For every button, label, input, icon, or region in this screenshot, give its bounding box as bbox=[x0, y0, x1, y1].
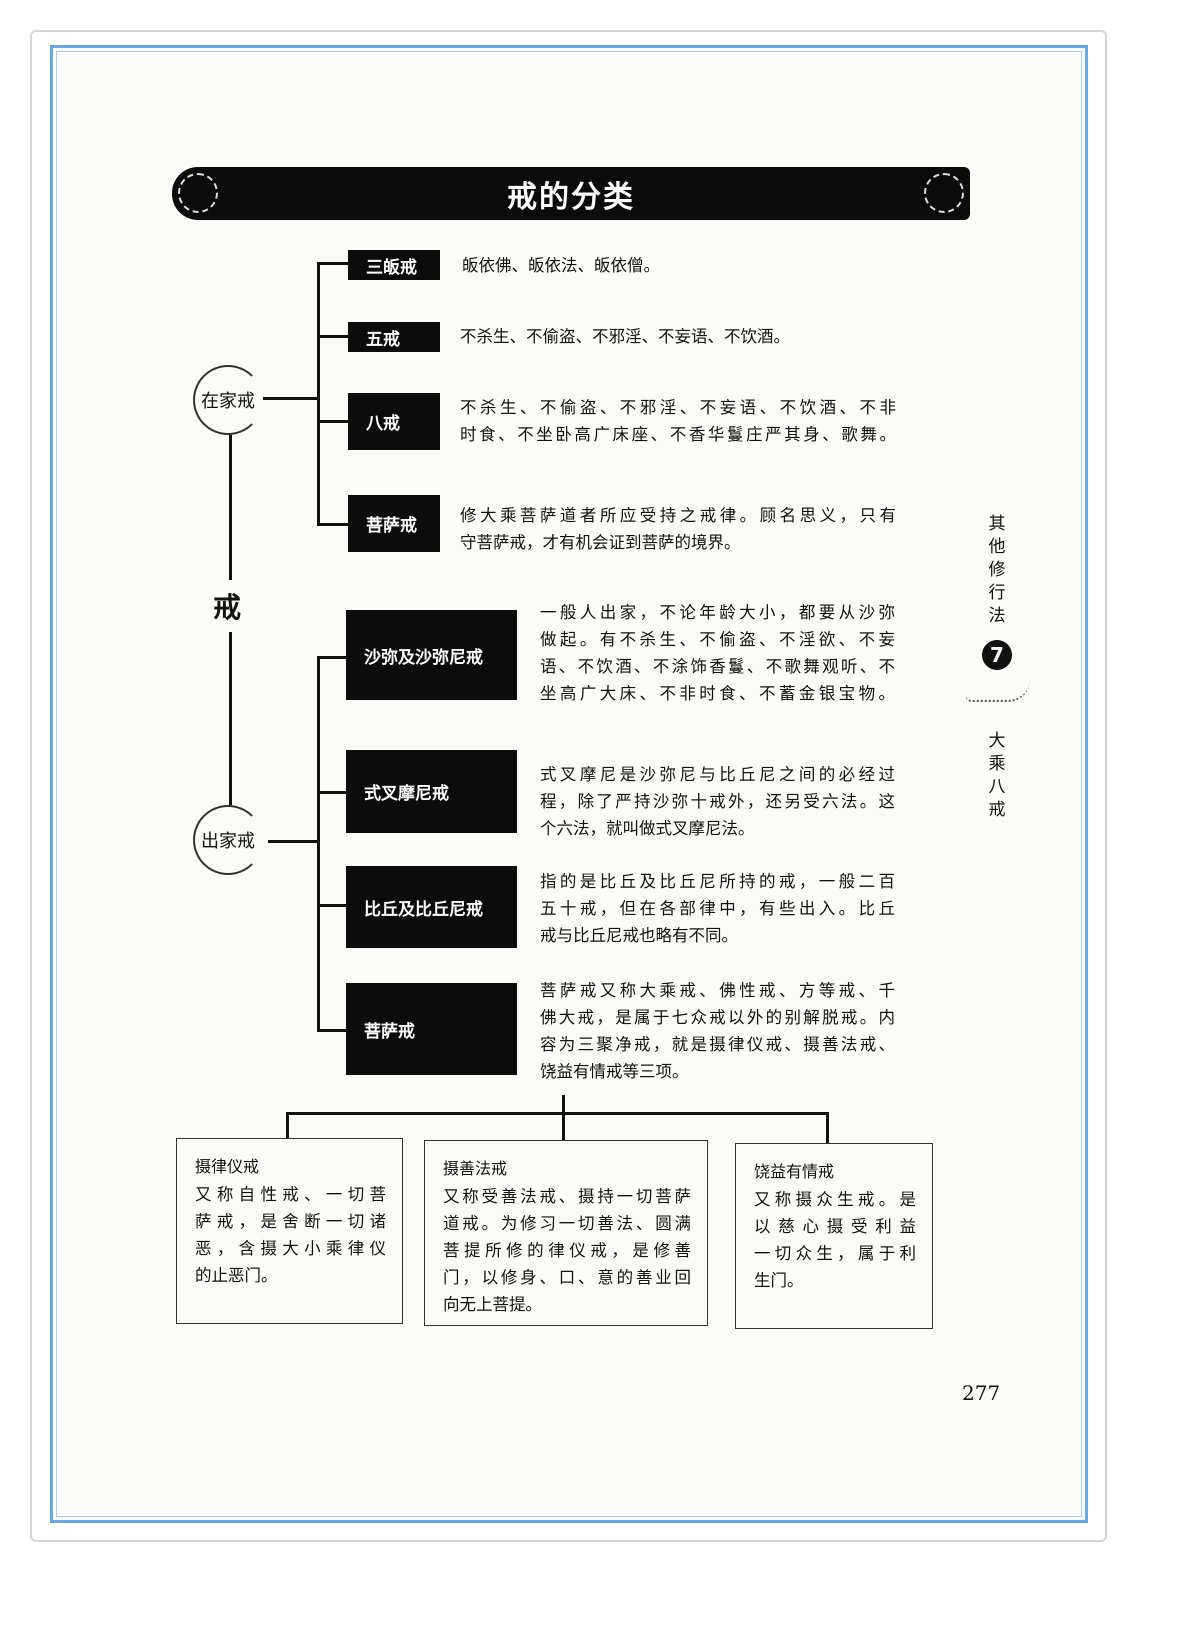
precept-box: 菩萨戒 bbox=[348, 495, 440, 552]
connector bbox=[268, 840, 320, 843]
connector bbox=[317, 262, 349, 265]
connector bbox=[317, 523, 349, 526]
precept-box: 五戒 bbox=[348, 322, 440, 352]
connector bbox=[317, 262, 320, 526]
precept-description: 皈依佛、皈依法、皈依僧。 bbox=[462, 256, 660, 275]
title-banner: 戒的分类 bbox=[172, 167, 970, 220]
lotus-icon bbox=[178, 173, 218, 213]
pure-precept-box: 饶益有情戒 又称摄众生戒。是以慈心摄受利益一切众生，属于利生门。 bbox=[735, 1143, 933, 1329]
precept-description: 指的是比丘及比丘尼所持的戒，一般二百五十戒，但在各部律中，有些出入。比丘戒与比丘… bbox=[540, 872, 895, 945]
precept-box: 三皈戒 bbox=[348, 250, 440, 280]
connector bbox=[562, 1095, 565, 1141]
pure-precept-box: 摄律仪戒 又称自性戒、一切菩萨戒，是舍断一切诸恶，含摄大小乘律仪的止恶门。 bbox=[176, 1138, 403, 1324]
precept-description: 不杀生、不偷盗、不邪淫、不妄语、不饮酒、不非时食、不坐卧高广床座、不香华鬘庄严其… bbox=[460, 398, 896, 444]
connector bbox=[317, 904, 347, 907]
connector bbox=[317, 335, 349, 338]
precept-box: 菩萨戒 bbox=[346, 983, 517, 1075]
connector bbox=[317, 1029, 347, 1032]
lay-precepts-node: 在家戒 bbox=[193, 365, 263, 435]
precept-description: 一般人出家，不论年龄大小，都要从沙弥做起。有不杀生、不偷盗、不淫欲、不妄语、不饮… bbox=[540, 603, 895, 703]
connector bbox=[286, 1112, 289, 1139]
precept-description: 菩萨戒又称大乘戒、佛性戒、方等戒、千佛大戒，是属于七众戒以外的别解脱戒。内容为三… bbox=[540, 981, 895, 1081]
page-title: 戒的分类 bbox=[507, 179, 635, 215]
precept-description: 不杀生、不偷盗、不邪淫、不妄语、不饮酒。 bbox=[460, 327, 790, 346]
root-node: 戒 bbox=[213, 580, 242, 632]
connector bbox=[286, 1112, 829, 1115]
chapter-number-badge: 7 bbox=[982, 640, 1012, 670]
section-label: 大乘八戒 bbox=[988, 731, 1006, 820]
connector bbox=[317, 656, 347, 659]
precept-box: 式叉摩尼戒 bbox=[346, 750, 517, 833]
monastic-precepts-node: 出家戒 bbox=[193, 805, 263, 875]
hand-icon bbox=[965, 680, 1030, 702]
connector bbox=[826, 1112, 829, 1143]
connector bbox=[262, 397, 320, 400]
chapter-label: 其他修行法 bbox=[988, 514, 1006, 626]
precept-description: 式叉摩尼是沙弥尼与比丘尼之间的必经过程，除了严持沙弥十戒外，还另受六法。这个六法… bbox=[540, 765, 895, 838]
lotus-icon bbox=[924, 173, 964, 213]
precept-box: 沙弥及沙弥尼戒 bbox=[346, 610, 517, 700]
precept-box: 比丘及比丘尼戒 bbox=[346, 866, 517, 948]
connector bbox=[317, 791, 347, 794]
pure-precept-box: 摄善法戒 又称受善法戒、摄持一切菩萨道戒。为修习一切善法、圆满菩提所修的律仪戒，… bbox=[424, 1140, 708, 1326]
connector bbox=[317, 420, 349, 423]
page-number: 277 bbox=[962, 1381, 1001, 1405]
precept-description: 修大乘菩萨道者所应受持之戒律。顾名思义，只有守菩萨戒，才有机会证到菩萨的境界。 bbox=[460, 506, 896, 552]
precept-box: 八戒 bbox=[348, 393, 440, 450]
connector bbox=[317, 656, 320, 1032]
